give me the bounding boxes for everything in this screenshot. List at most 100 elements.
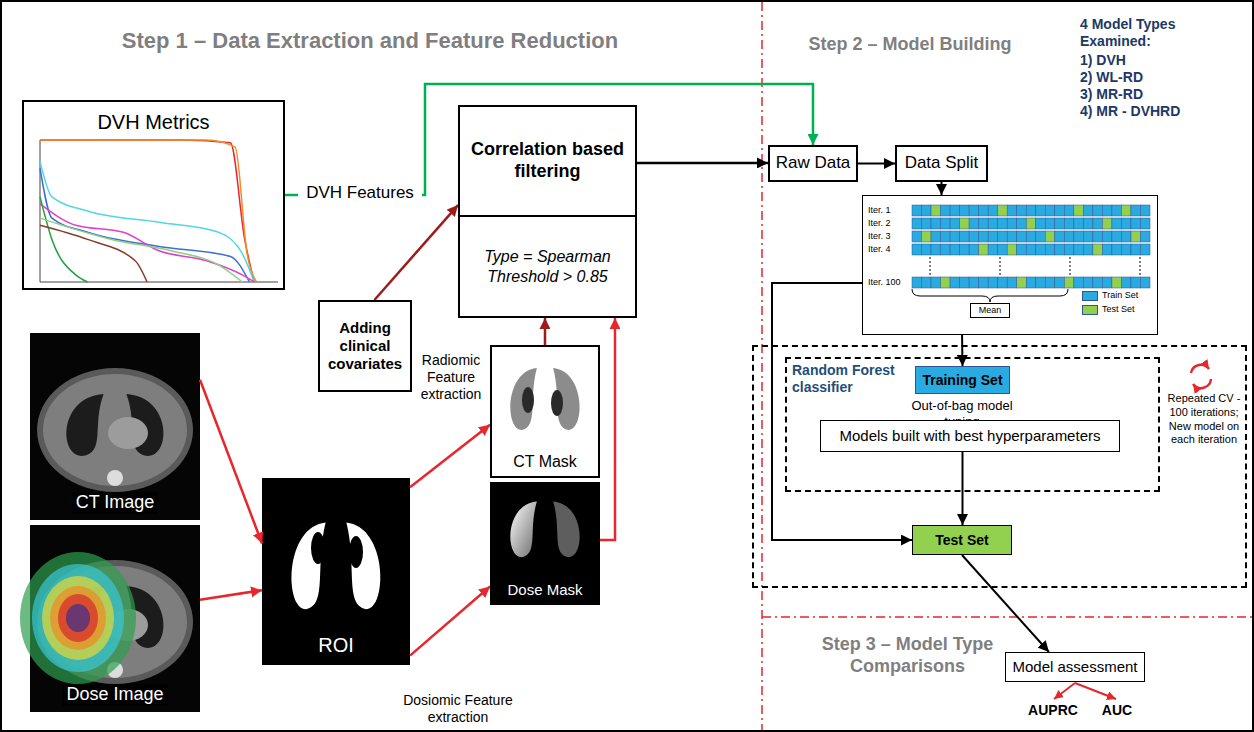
row-label: Iter. 3 — [868, 231, 891, 242]
connector-label: Dosiomic Feature extraction — [396, 692, 520, 726]
repeat-icon — [1191, 365, 1211, 388]
train-fold-cell — [931, 231, 941, 242]
process-box: Raw Data — [768, 145, 858, 182]
train-fold-cell — [941, 218, 951, 229]
metric-label: AUPRC — [1018, 702, 1088, 719]
metric-arrow — [1054, 683, 1075, 699]
train-fold-cell — [969, 231, 979, 242]
train-fold-cell — [1045, 277, 1055, 288]
list-item: 2) WL-RD — [1080, 69, 1240, 86]
list-item: 3) MR-RD — [1080, 86, 1240, 103]
mask-background — [262, 478, 410, 665]
train-fold-cell — [1140, 277, 1150, 288]
train-fold-cell — [969, 205, 979, 216]
heart-shape — [108, 417, 148, 449]
test-fold-cell — [1064, 277, 1074, 288]
train-fold-cell — [1026, 244, 1036, 255]
train-fold-cell — [950, 244, 960, 255]
box-body: Type = Spearman Threshold > 0.85 — [460, 217, 635, 316]
train-fold-cell — [1045, 244, 1055, 255]
train-fold-cell — [931, 244, 941, 255]
node-text: Raw Data — [776, 153, 851, 173]
curly-brace — [912, 289, 1068, 302]
train-fold-cell — [988, 231, 998, 242]
test-fold-cell — [1102, 218, 1112, 229]
repeated-cv-box: Repeated CV - 100 iterations; New model … — [752, 345, 1247, 588]
train-fold-cell — [1131, 218, 1141, 229]
legend-item: Test Set — [1082, 304, 1135, 315]
node-text: Data Split — [905, 153, 979, 173]
connector-arrow — [410, 587, 490, 656]
lung-shape — [292, 522, 326, 609]
train-fold-cell — [1131, 205, 1141, 216]
train-fold-cell — [1017, 205, 1027, 216]
train-fold-cell — [969, 244, 979, 255]
lung-shape — [66, 394, 103, 456]
connector-label: Radiomic Feature extraction — [413, 352, 489, 402]
train-fold-cell — [950, 205, 960, 216]
connector-arrow — [544, 318, 547, 345]
dose-mask-picture — [490, 482, 600, 605]
train-fold-cell — [1140, 205, 1150, 216]
ct-scan — [30, 333, 200, 520]
dvh-chart: DVH Metrics — [22, 100, 285, 290]
test-fold-cell — [1121, 205, 1131, 216]
dose-isodose — [50, 586, 106, 650]
train-fold-cell — [1017, 231, 1027, 242]
lung-shape — [510, 501, 537, 557]
process-box: Model assessment — [1005, 652, 1145, 682]
train-fold-cell — [1007, 231, 1017, 242]
train-fold-cell — [979, 277, 989, 288]
random-forest-box: Random Forest classifierOut-of-bag model… — [785, 357, 1160, 492]
train-fold-cell — [1140, 218, 1150, 229]
train-fold-cell — [960, 205, 970, 216]
dvh-curve — [40, 168, 249, 282]
node-text: Adding clinical covariates — [324, 319, 406, 373]
train-fold-cell — [1007, 218, 1017, 229]
train-fold-cell — [988, 218, 998, 229]
train-fold-cell — [1064, 205, 1074, 216]
train-fold-cell — [1017, 218, 1027, 229]
legend-item: Train Set — [1082, 290, 1138, 301]
list-heading: 4 Model Types Examined: — [1080, 16, 1220, 50]
train-fold-cell — [998, 231, 1008, 242]
connector-arrow — [962, 452, 964, 525]
ellipsis-line — [1000, 257, 1001, 275]
train-fold-cell — [988, 277, 998, 288]
test-fold-cell — [979, 244, 989, 255]
train-fold-cell — [1140, 244, 1150, 255]
train-fold-cell — [979, 205, 989, 216]
image-caption: Dose Image — [62, 684, 167, 706]
train-fold-cell — [1036, 277, 1046, 288]
dvh-curve — [40, 204, 254, 282]
group-heading: Random Forest classifier — [792, 362, 910, 396]
train-fold-cell — [1121, 218, 1131, 229]
dvh-curve — [40, 140, 254, 282]
dvh-plot — [40, 140, 278, 282]
train-fold-cell — [988, 205, 998, 216]
connector-arrow — [941, 182, 943, 195]
train-fold-cell — [1064, 244, 1074, 255]
train-fold-cell — [931, 218, 941, 229]
test-fold-cell — [998, 205, 1008, 216]
train-fold-cell — [998, 218, 1008, 229]
train-fold-cell — [960, 244, 970, 255]
train-fold-cell — [1102, 231, 1112, 242]
mask-cutout — [522, 387, 534, 413]
train-fold-cell — [912, 244, 922, 255]
image-caption: CT Mask — [509, 452, 581, 471]
legend-text: Test Set — [1102, 304, 1135, 315]
test-fold-cell — [1007, 244, 1017, 255]
train-fold-cell — [1055, 231, 1065, 242]
mask-background — [490, 345, 600, 478]
train-fold-cell — [1121, 231, 1131, 242]
mask-cutout — [311, 532, 325, 564]
train-fold-cell — [1131, 244, 1141, 255]
train-fold-cell — [1140, 231, 1150, 242]
train-fold-cell — [1102, 205, 1112, 216]
test-fold-cell — [1093, 244, 1103, 255]
test-fold-cell — [1112, 277, 1122, 288]
train-fold-cell — [1007, 205, 1017, 216]
dvh-curve — [40, 225, 147, 282]
train-fold-cell — [941, 244, 951, 255]
